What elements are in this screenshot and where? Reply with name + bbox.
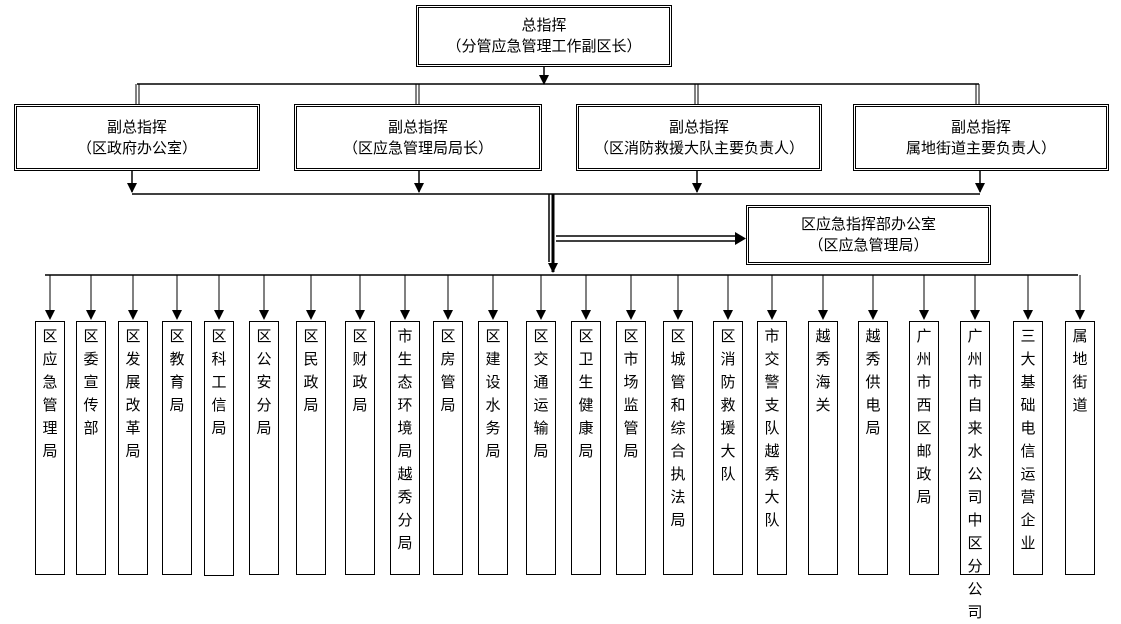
unit-box: 区科工信局 [204, 321, 234, 576]
unit-box: 市交警支队越秀大队 [757, 321, 787, 575]
unit-label: 三大基础电信运营企业 [1020, 327, 1036, 552]
unit-label: 区城管和综合执法局 [670, 327, 686, 529]
commander-role: （分管应急管理工作副区长） [446, 37, 642, 55]
unit-label: 区卫生健康局 [578, 327, 594, 460]
deputy-box-4: 副总指挥 属地街道主要负责人） [853, 104, 1109, 171]
office-box: 区应急指挥部办公室 （区应急管理局） [746, 205, 991, 265]
unit-label: 市交警支队越秀大队 [764, 327, 780, 529]
deputy-title: 副总指挥 [668, 117, 729, 136]
unit-box: 三大基础电信运营企业 [1013, 321, 1043, 575]
unit-label: 区财政局 [352, 327, 368, 414]
unit-box: 区委宣传部 [76, 321, 106, 575]
unit-label: 区建设水务局 [485, 327, 501, 460]
deputy-title: 副总指挥 [950, 117, 1011, 136]
unit-box: 区民政局 [296, 321, 326, 575]
unit-label: 广州市西区邮政局 [916, 327, 932, 506]
deputy-role: 属地街道主要负责人） [905, 138, 1056, 157]
unit-box: 区发展改革局 [118, 321, 148, 575]
unit-box: 区公安分局 [249, 321, 279, 575]
unit-label: 市生态环境局越秀分局 [397, 327, 413, 552]
unit-label: 区房管局 [440, 327, 456, 414]
unit-box: 区建设水务局 [478, 321, 508, 575]
unit-label: 区委宣传部 [83, 327, 99, 437]
unit-box: 属地街道 [1065, 321, 1095, 575]
commander-box: 总指挥 （分管应急管理工作副区长） [416, 5, 672, 67]
unit-box: 广州市自来水公司中区分公司 [960, 321, 990, 621]
unit-box: 区应急管理局 [35, 321, 65, 575]
unit-label: 区教育局 [169, 327, 185, 414]
deputy-title: 副总指挥 [106, 117, 167, 136]
deputy-box-2: 副总指挥 （区应急管理局局长） [294, 104, 542, 171]
deputy-role: （区消防救援大队主要负责人） [593, 138, 804, 157]
unit-label: 区发展改革局 [125, 327, 141, 460]
unit-label: 区公安分局 [256, 327, 272, 437]
unit-label: 区交通运输局 [533, 327, 549, 460]
unit-box: 区消防救援大队 [713, 321, 743, 575]
unit-label: 区应急管理局 [42, 327, 58, 460]
unit-box: 区市场监管局 [616, 321, 646, 575]
unit-box: 区城管和综合执法局 [663, 321, 693, 575]
deputy-role: （区应急管理局局长） [342, 138, 493, 157]
unit-box: 广州市西区邮政局 [909, 321, 939, 575]
unit-box: 越秀海关 [808, 321, 838, 575]
unit-box: 区卫生健康局 [571, 321, 601, 575]
deputy-title: 副总指挥 [387, 117, 448, 136]
unit-label: 属地街道 [1072, 327, 1088, 414]
unit-label: 区民政局 [303, 327, 319, 414]
commander-title: 总指挥 [521, 16, 567, 34]
deputy-box-1: 副总指挥 （区政府办公室） [14, 104, 260, 171]
unit-label: 广州市自来水公司中区分公司 [967, 327, 983, 621]
unit-box: 区交通运输局 [526, 321, 556, 575]
unit-label: 越秀供电局 [865, 327, 881, 437]
office-title: 区应急指挥部办公室 [800, 215, 936, 233]
unit-box: 区财政局 [345, 321, 375, 575]
deputy-box-3: 副总指挥 （区消防救援大队主要负责人） [576, 104, 822, 171]
office-role: （区应急管理局） [808, 236, 929, 254]
deputy-role: （区政府办公室） [76, 138, 197, 157]
connector-lines [45, 66, 1085, 320]
unit-box: 区教育局 [162, 321, 192, 575]
unit-label: 区科工信局 [211, 327, 227, 437]
unit-label: 区市场监管局 [623, 327, 639, 460]
unit-box: 市生态环境局越秀分局 [390, 321, 420, 575]
unit-label: 越秀海关 [815, 327, 831, 414]
unit-box: 区房管局 [433, 321, 463, 575]
unit-label: 区消防救援大队 [720, 327, 736, 483]
unit-box: 越秀供电局 [858, 321, 888, 575]
